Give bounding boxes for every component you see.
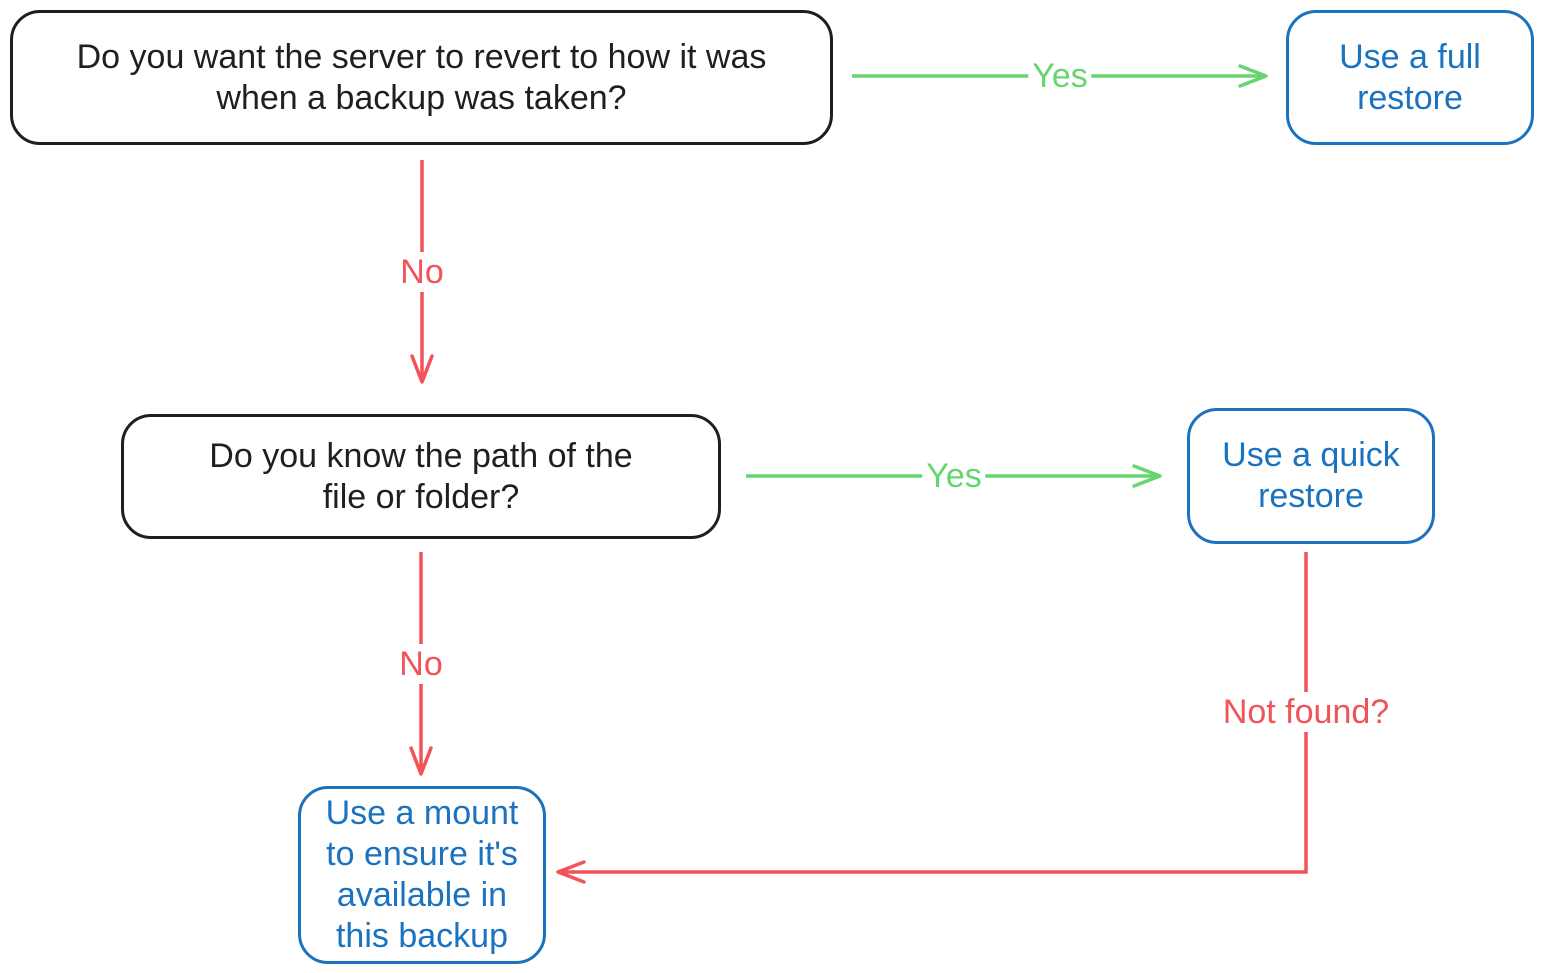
action-full-restore-line-1: Use a full [1339,37,1481,76]
edge-label-q1-yes: Yes [1028,56,1092,96]
edge-quick-not-found [556,552,1308,884]
edge-label-q2-no: No [395,644,447,684]
action-full-restore-line-2: restore [1357,78,1463,117]
action-quick-restore-line-2: restore [1258,477,1364,515]
question-revert-server: Do you want the server to revert to how … [10,10,833,145]
action-use-mount-line-2: to ensure it's [326,835,518,873]
action-quick-restore: Use a quick restore [1187,408,1435,544]
edge-label-not-found: Not found? [1218,692,1394,732]
action-use-mount-line-1: Use a mount [325,794,519,832]
question-know-path: Do you know the path of the file or fold… [121,414,721,539]
action-quick-restore-line-1: Use a quick [1222,436,1400,474]
edge-label-q1-no: No [396,252,448,292]
question-revert-server-line-1: Do you want the server to revert to how … [76,37,767,76]
question-know-path-line-1: Do you know the path of the [209,436,633,475]
question-revert-server-line-2: when a backup was taken? [216,78,627,117]
action-use-mount: Use a mount to ensure it's available in … [298,786,546,964]
action-full-restore: Use a full restore [1286,10,1534,145]
action-use-mount-line-4: this backup [335,917,508,955]
edge-label-q2-yes: Yes [922,456,986,496]
question-know-path-line-2: file or folder? [322,477,520,516]
action-use-mount-line-3: available in [336,876,508,914]
